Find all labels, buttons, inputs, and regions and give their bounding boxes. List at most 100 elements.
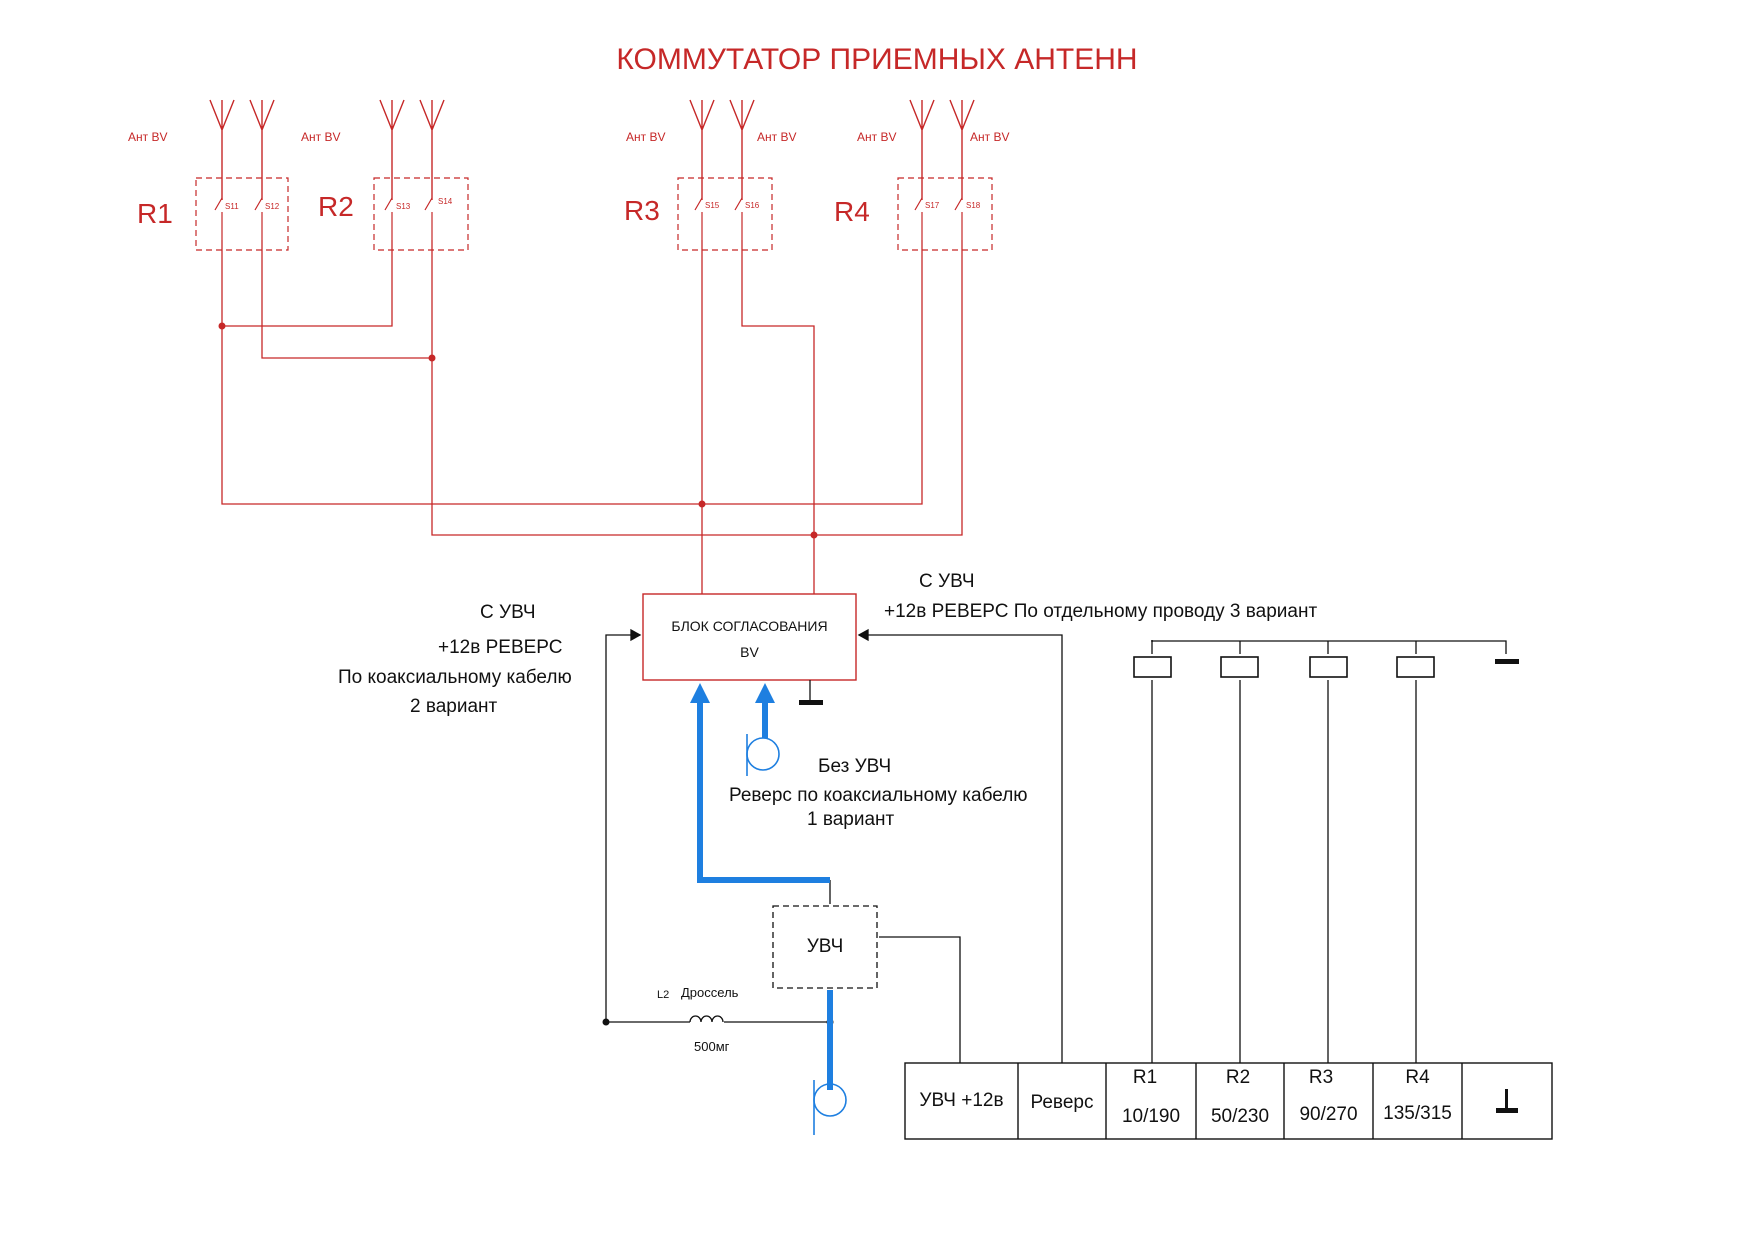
junction-dot xyxy=(428,354,436,362)
variant1-line2: Реверс по коаксиальному кабелю xyxy=(729,785,1028,806)
antenna-symbol xyxy=(689,99,715,200)
wire xyxy=(605,634,640,1022)
relay-label-r2: R2 xyxy=(318,191,354,222)
wire xyxy=(859,634,1063,1063)
switch-label: S11 xyxy=(225,202,239,211)
switch-contact xyxy=(214,197,223,240)
black-wiring xyxy=(605,628,1507,1063)
arrow-up-icon xyxy=(690,683,710,703)
relay-coils xyxy=(1133,656,1435,678)
junction-dot xyxy=(698,500,706,508)
junction-dot xyxy=(810,531,818,539)
antenna-label: Ант BV xyxy=(757,130,797,144)
panel-relay-value: 135/315 xyxy=(1383,1103,1452,1124)
control-panel-box xyxy=(904,1062,1553,1140)
antennas xyxy=(209,99,975,200)
wire xyxy=(261,240,433,359)
amplifier-label: УВЧ xyxy=(806,936,844,957)
control-panel-frame xyxy=(904,1062,1553,1140)
switch-label: S18 xyxy=(966,201,981,210)
ground-icon xyxy=(1505,1089,1508,1109)
switch-contact xyxy=(694,197,703,240)
switch-label: S15 xyxy=(705,201,720,210)
junction-dot xyxy=(218,322,226,330)
switch-label: S12 xyxy=(265,202,280,211)
junction-dots xyxy=(218,322,818,539)
wire xyxy=(431,240,963,536)
antenna-symbol xyxy=(729,99,755,200)
variant3-line1: С УВЧ xyxy=(919,571,975,592)
antenna-symbol xyxy=(419,99,445,200)
panel-reverse-cell: Реверс xyxy=(1030,1092,1094,1113)
antenna-label: Ант BV xyxy=(301,130,341,144)
antenna-symbol xyxy=(209,99,235,200)
wire xyxy=(879,936,961,1063)
wire xyxy=(1239,641,1417,654)
antenna-label: Ант BV xyxy=(857,130,897,144)
switch-label: S16 xyxy=(745,201,760,210)
relay-coil xyxy=(1309,656,1348,678)
panel-relay-value: 50/230 xyxy=(1210,1106,1270,1127)
variant1-line3: 1 вариант xyxy=(807,809,895,830)
red-wiring xyxy=(221,240,963,594)
panel-uvch-cell: УВЧ +12в xyxy=(919,1090,1004,1111)
variant1-line1: Без УВЧ xyxy=(818,756,892,777)
switch-contact xyxy=(914,197,923,240)
ground-symbols xyxy=(799,659,1519,1113)
relay-box-r4 xyxy=(897,177,993,251)
coax-cable xyxy=(697,702,830,883)
panel-relay-label: R3 xyxy=(1308,1067,1334,1088)
antenna-label: Ант BV xyxy=(128,130,168,144)
wire xyxy=(741,240,815,594)
antenna-symbol xyxy=(379,99,405,200)
switch-label: S14 xyxy=(438,197,453,206)
relay-box-r2 xyxy=(373,177,469,251)
panel-relay-label: R1 xyxy=(1132,1067,1158,1088)
antenna-label: Ант BV xyxy=(626,130,666,144)
relay-switches xyxy=(195,177,993,251)
ground-icon xyxy=(1496,1108,1518,1113)
choke-coil xyxy=(689,1015,724,1023)
panel-relay-label: R2 xyxy=(1225,1067,1251,1088)
relay-label-r3: R3 xyxy=(624,195,660,226)
panel-relay-label: R4 xyxy=(1405,1067,1430,1088)
choke-name: Дроссель xyxy=(681,985,739,1000)
switch-contact xyxy=(384,197,393,240)
matching-block-subtitle: BV xyxy=(740,644,759,660)
choke-ref: L2 xyxy=(657,989,670,1001)
antenna-symbol xyxy=(249,99,275,200)
variant2-line4: 2 вариант xyxy=(410,696,498,717)
panel-relay-value: 90/270 xyxy=(1299,1104,1358,1125)
variant2-line3: По коаксиальному кабелю xyxy=(338,667,572,688)
relay-box-r1 xyxy=(195,177,289,251)
coax-connector-icon xyxy=(746,737,780,771)
wire xyxy=(221,240,393,327)
switch-contact xyxy=(254,197,263,240)
antenna-symbol xyxy=(909,99,935,200)
coax-connectors xyxy=(746,734,847,1135)
arrow-head xyxy=(630,628,642,642)
relay-coil xyxy=(1220,656,1259,678)
panel-relay-value: 10/190 xyxy=(1121,1106,1181,1127)
antenna-symbol xyxy=(949,99,975,200)
matching-block-title: БЛОК СОГЛАСОВАНИЯ xyxy=(671,618,828,634)
amplifier-box xyxy=(772,905,878,989)
coax-cables xyxy=(697,702,833,1090)
choke-value: 500мг xyxy=(694,1039,730,1054)
relay-coil xyxy=(1133,656,1172,678)
ground-icon xyxy=(1495,659,1519,664)
control-panel-dividers xyxy=(1017,1063,1463,1139)
diagram-title: КОММУТАТОР ПРИЕМНЫХ АНТЕНН xyxy=(616,43,1138,76)
variant2-line2: +12в РЕВЕРС xyxy=(438,637,563,658)
ground-icon xyxy=(799,700,823,705)
wire xyxy=(221,240,923,505)
switch-label: S17 xyxy=(925,201,940,210)
matching-block-box xyxy=(642,593,857,681)
variant3-line2: +12в РЕВЕРС По отдельному проводу 3 вари… xyxy=(884,601,1318,622)
junction-dot xyxy=(602,1018,610,1026)
wire xyxy=(1151,680,1417,1063)
relay-coil xyxy=(1396,656,1435,678)
switch-contact xyxy=(734,197,743,240)
